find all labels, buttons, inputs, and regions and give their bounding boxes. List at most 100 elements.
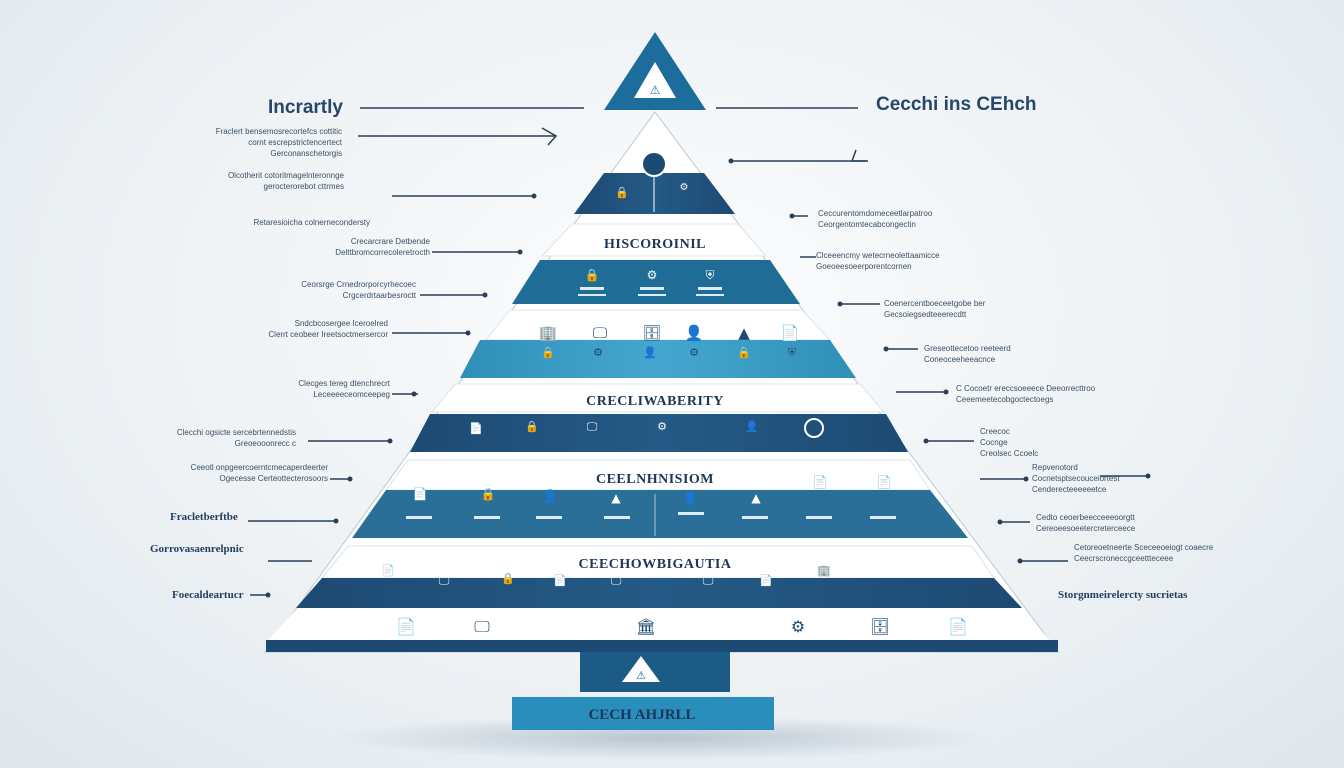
band-5-captions: [406, 512, 896, 519]
band-2-captions: [578, 287, 724, 296]
annotation-line: Gecsoiegsedteeerecdtt: [884, 310, 967, 319]
lock-icon: 🔒: [585, 268, 600, 282]
annotation-line: Clceeencmy wetecrneolettaamicce: [816, 251, 940, 260]
caption-bar: [580, 287, 604, 290]
gear-icon: ⚙: [791, 617, 805, 636]
document-icon: 📄: [396, 617, 416, 636]
document-icon: 📄: [381, 564, 395, 577]
gear-icon: ⚙: [689, 346, 699, 359]
band-6-icons: 📄 🖵 🔒 📄 🖵 🖵 📄 🏢 🗄 🖵: [381, 564, 948, 587]
annotation-line: C Cocoetr ereccsoeeece Deeorrecttroo: [956, 384, 1096, 393]
annotation-line: Retaresioicha colnernecondersty: [253, 218, 370, 227]
annotation-line: Cocnge: [980, 438, 1008, 447]
caption-bar: [474, 516, 500, 519]
annotation-line: Sndcbcosergee Iceroelred: [294, 319, 388, 328]
annotation-line: Repvenotord: [1032, 463, 1078, 472]
left-annotation-6: Sndcbcosergee Iceroelred Clerrt ceobeer …: [268, 318, 388, 340]
leader-dot: [789, 213, 795, 219]
monitor-icon: 🖵: [611, 574, 622, 587]
annotation-line: Clecchi ogsicte sercebrtennedstis: [176, 428, 296, 437]
annotation-line: Delttbromcorrecoleretrocth: [335, 248, 430, 257]
band-2-icons: 🔒 ⚙ ⛨: [585, 268, 715, 282]
monitor-icon: 🖵: [593, 324, 608, 342]
document-icon: 📄: [413, 487, 428, 501]
warning-triangle-icon: ▲: [611, 491, 621, 505]
person-icon: 👤: [683, 491, 698, 505]
leader-dot: [517, 249, 523, 255]
document-icon: 📄: [813, 475, 828, 489]
pyramid-white-band-6: [268, 610, 1050, 640]
left-annotation-3: Retaresioicha colnernecondersty: [253, 217, 370, 228]
right-annotation-7: Repvenotord Cocnetsptsecouceiortest Cend…: [1032, 462, 1120, 495]
person-icon: 👤: [543, 489, 558, 503]
caption-bar: [638, 294, 666, 296]
leader-dot: [1023, 476, 1029, 482]
pyramid-base-strip: [266, 640, 1058, 652]
right-annotation-6: Creecoc Cocnge Creolsec Ccoelc: [980, 426, 1038, 459]
leader-dot: [1145, 473, 1151, 479]
annotation-line: Greoeooonrecc c: [234, 439, 296, 448]
base-label-box: [512, 697, 774, 730]
annotation-line: Ceeemeetecobgoctectoegs: [956, 395, 1054, 404]
warning-triangle-icon: ▲: [738, 324, 750, 342]
annotation-line: Ceorgentomtecabcongectin: [818, 220, 916, 229]
leader-dot: [883, 346, 889, 352]
gear-icon: ⚙: [593, 346, 603, 359]
leader-dot: [943, 389, 949, 395]
right-leader-lines: [730, 149, 1148, 562]
document-icon: 📄: [781, 324, 800, 342]
gear-icon: ⚙: [680, 182, 689, 193]
annotation-line: Cedto ceoerbeecceeeoorgtt: [1036, 513, 1135, 522]
caption-bar: [640, 287, 664, 290]
left-annotation-8: Clecchi ogsicte sercebrtennedstis Greoeo…: [177, 427, 296, 449]
base-label: CECH AHJRLL: [588, 707, 695, 723]
pyramid-band-6: [296, 578, 1022, 608]
building-icon: 🏢: [539, 324, 558, 342]
leader-dot: [531, 193, 537, 199]
side-left-title-3: Foecaldeartucr: [172, 589, 244, 601]
annotation-line: Ogecesse Certeottecterosoors: [219, 474, 329, 483]
lock-icon: 🔒: [541, 346, 555, 359]
lock-icon: 🔒: [501, 572, 515, 585]
annotation-line: Creecoc: [980, 427, 1010, 436]
caption-bar: [536, 516, 562, 519]
annotation-line: Leceeeeceomceepeg: [313, 390, 390, 399]
building-icon: 🏢: [817, 564, 831, 577]
band-title-4: CEECHOWBIGAUTIA: [579, 557, 732, 572]
person-icon: 👤: [745, 420, 759, 433]
pyramid-band-5: [352, 490, 968, 538]
annotation-line: Cetoreoetneerte Sceceeoeiogt coaecre: [1074, 543, 1214, 552]
caption-bar: [870, 516, 896, 519]
shield-icon: ⛨: [705, 268, 714, 282]
lock-icon: 🔒: [615, 186, 629, 199]
leader-dot: [728, 158, 734, 164]
right-annotation-3: Coenercentboeceetgobe ber Gecsoiegsedtee…: [884, 298, 985, 320]
annotation-line: Cocnetsptsecouceiortest: [1032, 474, 1120, 483]
pyramid-white-band-1: [540, 223, 768, 257]
person-icon: 👤: [643, 346, 657, 359]
server-icon: 🗄: [870, 617, 890, 636]
band-3-captions: 🔒 ⚙ 👤 ⚙ 🔒 ⛨: [541, 346, 797, 359]
band-3-icons: 🏢 🖵 🗄 👤 ▲ 📄: [539, 324, 800, 342]
side-right-title: Storgnmeirelercty sucrietas: [1058, 589, 1188, 601]
annotation-line: Coenercentboeceetgobe ber: [884, 299, 986, 308]
right-leader-dots: [728, 158, 1151, 564]
band-5-icons: 📄 🔒 👤 ▲ 👤 ▲ 📄 📄: [413, 475, 892, 505]
pyramid-band-4: [410, 414, 908, 452]
leader-dot: [465, 330, 471, 336]
caption-bar: [578, 294, 606, 296]
caption-bar: [742, 516, 768, 519]
person-icon: [641, 151, 667, 177]
top-left-title: Incrartly: [268, 97, 343, 118]
left-annotation-4: Crecarcrare Detbende Delttbromcorrecoler…: [335, 236, 430, 258]
left-leader-lines: [248, 127, 558, 596]
annotation-line: Greseottecetoo reeteerd: [924, 344, 1011, 353]
leader-dot: [923, 438, 929, 444]
leader-dot: [265, 592, 271, 598]
monitor-icon: 🖵: [937, 564, 948, 577]
right-annotation-2: Clceeencmy wetecrneolettaamicce Goeoeeso…: [816, 250, 940, 272]
left-annotation-7: Clecges tereg dtenchrecrt Leceeeeceomcee…: [298, 378, 390, 400]
apex-triangle-inner: [634, 62, 676, 98]
warning-triangle-icon: ▲: [751, 491, 761, 505]
